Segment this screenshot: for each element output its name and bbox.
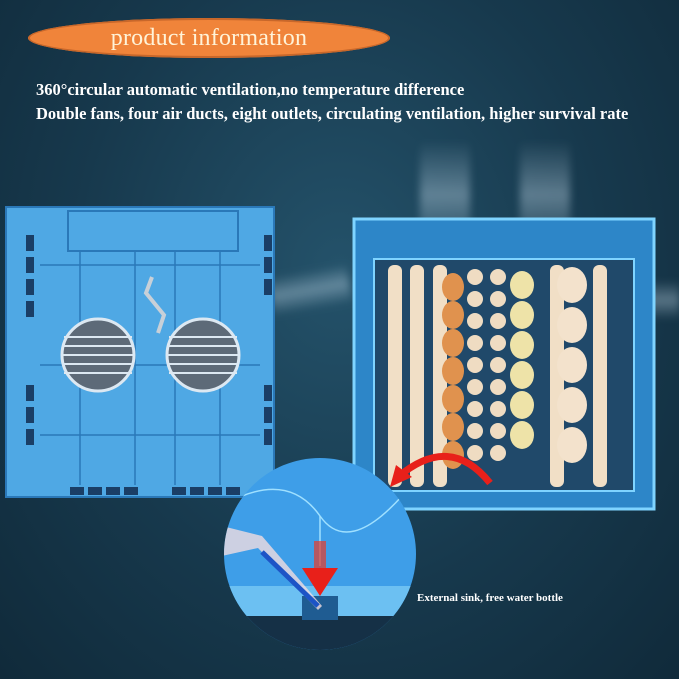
- feature-line-1: 360°circular automatic ventilation,no te…: [36, 80, 465, 99]
- external-sink-caption: External sink, free water bottle: [417, 592, 563, 604]
- feature-line-2: Double fans, four air ducts, eight outle…: [36, 104, 629, 123]
- fan-panel-illustration: [5, 206, 275, 498]
- fan-left: [60, 317, 136, 393]
- water-sink-inset: [224, 458, 416, 650]
- egg-tray-illustration: [352, 217, 656, 511]
- product-information-badge: product information: [28, 18, 390, 58]
- fan-right: [165, 317, 241, 393]
- badge-label: product information: [110, 24, 308, 51]
